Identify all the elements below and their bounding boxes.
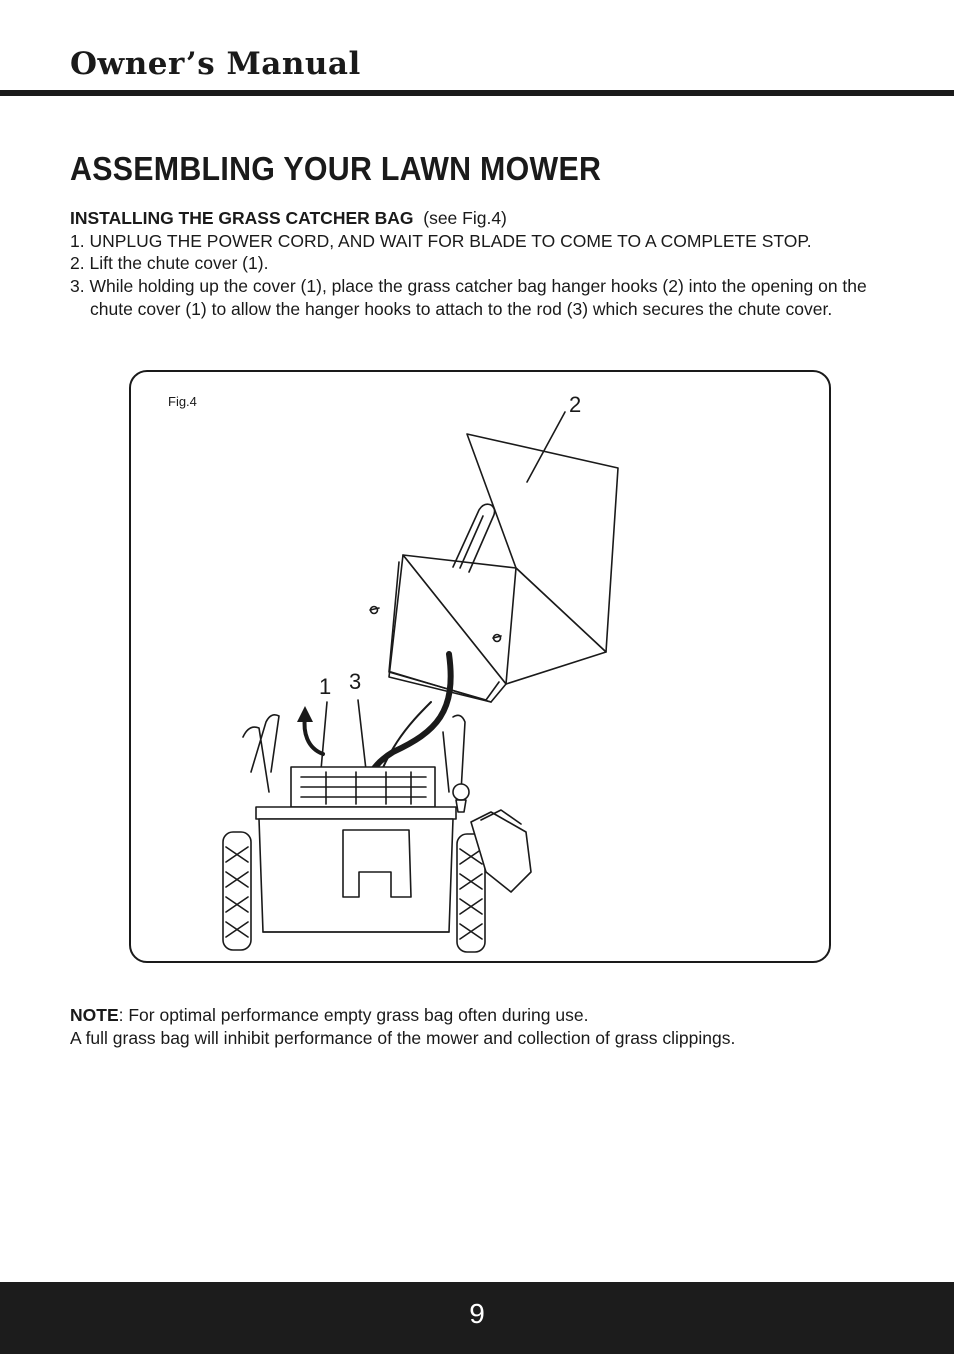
figure-reference: (see Fig.4) <box>413 208 507 228</box>
step-1: 1. UNPLUG THE POWER CORD, AND WAIT FOR B… <box>70 230 812 251</box>
footer-bar: 9 <box>0 1282 954 1354</box>
manual-header-title: Owner’s Manual <box>70 46 361 82</box>
step-3-line-1: 3. While holding up the cover (1), place… <box>70 276 867 297</box>
mower-assembly-illustration <box>222 411 619 953</box>
callout-2: 2 <box>569 392 582 417</box>
header-divider <box>0 90 954 96</box>
step-3-line-2: chute cover (1) to allow the hanger hook… <box>90 298 833 319</box>
step-2: 2. Lift the chute cover (1). <box>70 253 269 274</box>
callout-3: 3 <box>349 669 362 694</box>
note-line-2: A full grass bag will inhibit performanc… <box>70 1027 736 1048</box>
page-number: 9 <box>469 1298 485 1329</box>
instructions-block: INSTALLING THE GRASS CATCHER BAG (see Fi… <box>70 207 900 321</box>
instructions-heading-line: INSTALLING THE GRASS CATCHER BAG (see Fi… <box>70 207 900 230</box>
callout-2-leader <box>526 411 566 483</box>
grass-catcher-bag <box>369 433 619 703</box>
figure-label: Fig.4 <box>168 394 197 409</box>
note-label: NOTE <box>70 1005 119 1025</box>
note-text: : For optimal performance empty grass ba… <box>118 1005 589 1025</box>
note-block: NOTE: For optimal performance empty gras… <box>70 1004 900 1049</box>
section-title: ASSEMBLING YOUR LAWN MOWER <box>70 150 602 187</box>
instructions-subheading: INSTALLING THE GRASS CATCHER BAG <box>70 208 414 228</box>
callout-1: 1 <box>319 674 332 699</box>
figure-4-frame: Fig.4 2 1 3 <box>129 370 831 963</box>
note-line-1: NOTE: For optimal performance empty gras… <box>70 1004 900 1027</box>
